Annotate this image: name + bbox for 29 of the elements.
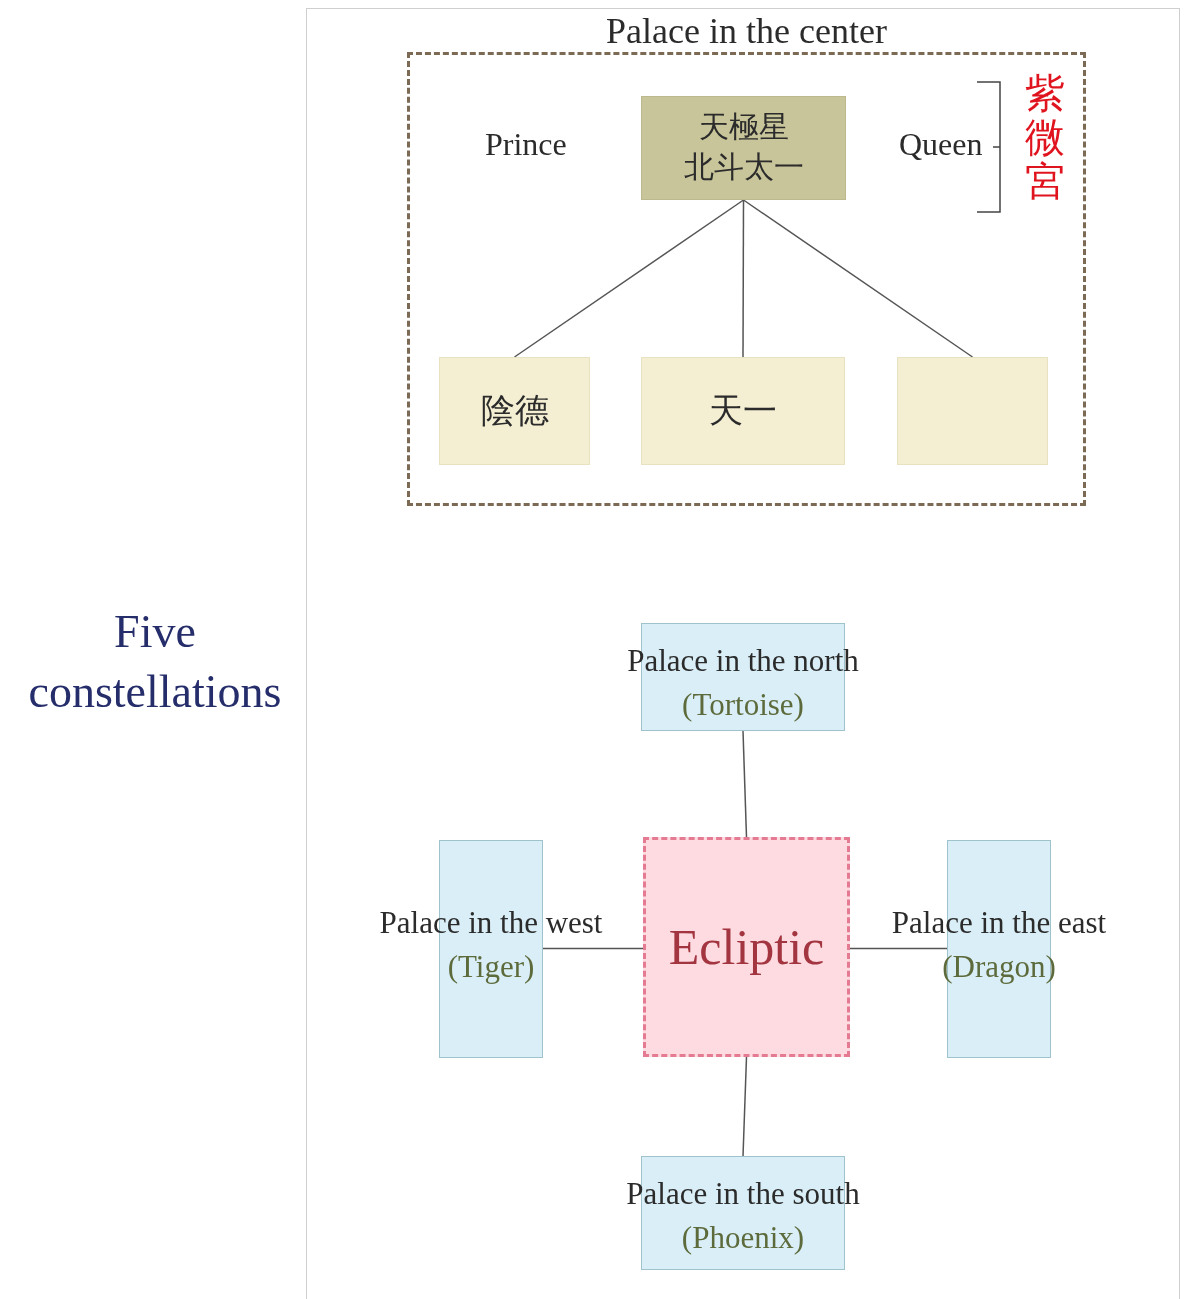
role-label: Queen (899, 125, 983, 164)
hierarchy-box (641, 96, 846, 200)
connector-line (513, 199, 745, 358)
connector-line (742, 199, 974, 358)
role-label: Prince (485, 125, 567, 164)
connector-line (742, 730, 748, 838)
connector-line (542, 947, 644, 950)
palace-name: Palace in the north (627, 642, 859, 680)
hierarchy-box (641, 357, 845, 465)
hierarchy-box (439, 357, 590, 465)
node-text: Ecliptic (667, 918, 826, 977)
animal-name: (Tortoise) (682, 686, 804, 724)
animal-name: (Phoenix) (681, 1219, 805, 1257)
connector-line (742, 1056, 748, 1157)
node-text: 天極星 (697, 109, 790, 145)
ecliptic-box (643, 837, 850, 1057)
palace-name: Palace in the east (891, 904, 1107, 942)
palace-name: Palace in the south (626, 1175, 860, 1213)
node-text: 陰德 (479, 391, 550, 431)
empty-box (897, 357, 1048, 465)
animal-name: (Dragon) (942, 948, 1056, 986)
animal-name: (Tiger) (447, 948, 535, 986)
palace-name: Palace in the west (379, 904, 603, 942)
palace-name-vertical: 紫微宮 (1025, 72, 1065, 204)
node-text: 北斗太一 (682, 149, 805, 185)
node-text: 天一 (708, 391, 778, 431)
connector-line (849, 947, 948, 950)
connector-line (742, 199, 745, 358)
diagram-title: Five constellations (27, 605, 283, 719)
